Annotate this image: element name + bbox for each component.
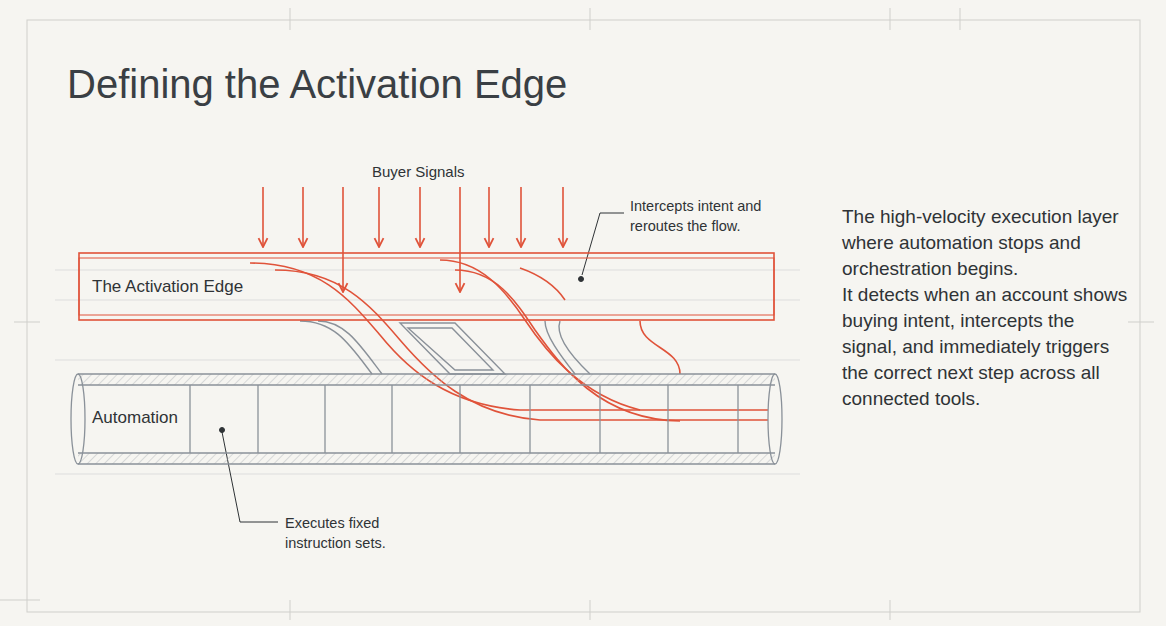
- frame: [0, 8, 1154, 620]
- activation-pipe: The Activation Edge: [78, 252, 775, 321]
- automation-cylinder: Automation: [70, 370, 785, 466]
- description-text: The high-velocity execution layer where …: [842, 204, 1134, 282]
- merge-channels: [300, 321, 590, 374]
- leader-lines: [220, 213, 625, 522]
- node-label: Automation: [92, 408, 178, 428]
- flow-connector: [640, 321, 680, 374]
- signal-label: Buyer Signals: [372, 161, 465, 182]
- description-text: It detects when an account shows buying …: [842, 282, 1134, 412]
- intent-flow: [250, 260, 768, 421]
- guide-lines: [55, 270, 800, 474]
- title: Defining the Activation Edge: [67, 62, 567, 107]
- callout-note: Executes fixed instruction sets.: [285, 513, 415, 554]
- callout-note: Intercepts intent and reroutes the flow.: [630, 196, 795, 237]
- node-label: The Activation Edge: [92, 277, 243, 297]
- buyer-signal-arrows: [263, 187, 563, 292]
